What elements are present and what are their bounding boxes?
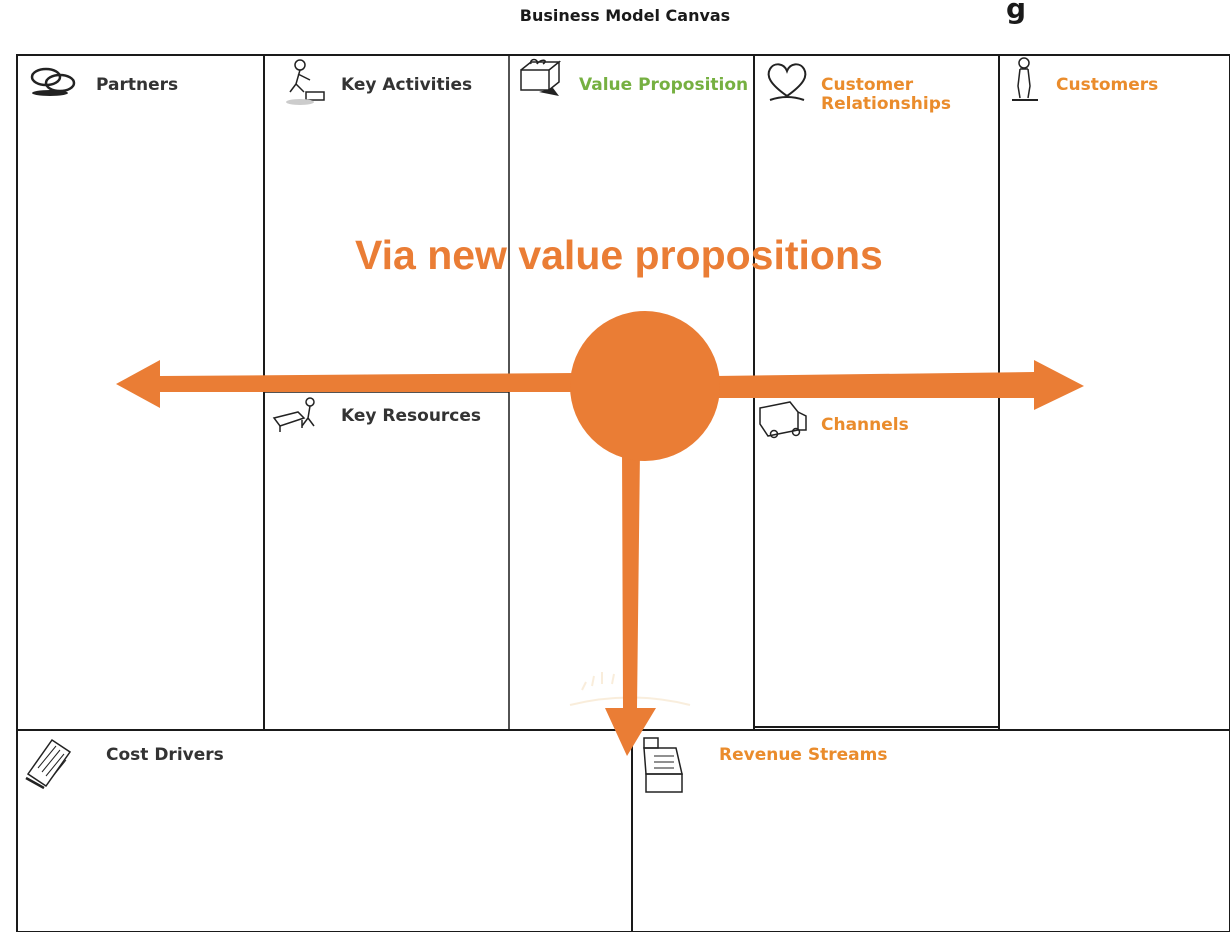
gift-box-icon [520,58,562,96]
cost-drivers-label: Cost Drivers [106,745,224,765]
person-icon [1012,57,1038,101]
chain-link-icon [30,67,76,96]
heart-icon [767,63,807,101]
cash-register-icon [643,737,683,793]
worker-icon [286,59,325,105]
workbench-icon [272,397,315,432]
truck-icon [759,401,807,439]
key-activities-label: Key Activities [341,75,473,95]
channels-label: Channels [821,415,909,435]
value-proposition-label: Value Proposition [579,75,749,95]
canvas-title: Business Model Canvas [519,6,731,25]
revenue-streams-label: Revenue Streams [719,745,888,765]
canvas-frame [16,54,1230,932]
cropped-title-glyph: g [1006,0,1027,25]
customers-label: Customers [1056,75,1159,95]
customer-relationships-label-line2: Relationships [821,94,951,114]
partners-label: Partners [96,75,179,95]
headline-text: Via new value propositions [355,232,883,278]
customer-relationships-label-line1: Customer [821,75,914,95]
watermark-sun-icon [569,672,691,706]
key-resources-label: Key Resources [341,406,482,426]
document-icon [25,738,72,790]
